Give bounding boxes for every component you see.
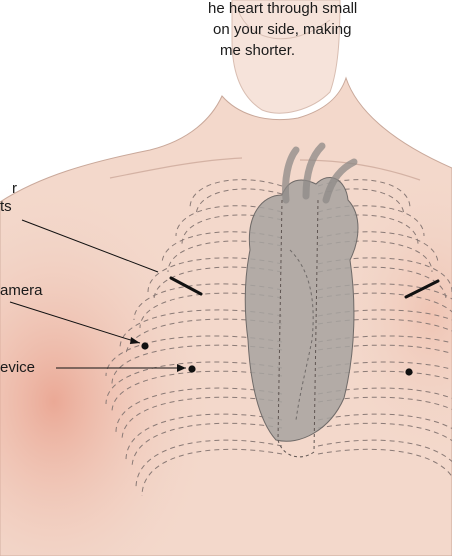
caption-line-2: on your side, making	[213, 21, 452, 39]
device-port-dot-left	[188, 365, 195, 372]
incisions-label-line-1: r	[12, 180, 17, 198]
device-port-dot-right	[405, 368, 412, 375]
caption-line-1: he heart through small	[208, 0, 452, 18]
heart	[245, 177, 358, 441]
incisions-label-line-2: ts	[0, 198, 12, 216]
camera-label: amera	[0, 282, 43, 300]
device-label: evice	[0, 359, 35, 377]
camera-port-dot	[141, 342, 148, 349]
caption-line-3: me shorter.	[220, 42, 452, 60]
